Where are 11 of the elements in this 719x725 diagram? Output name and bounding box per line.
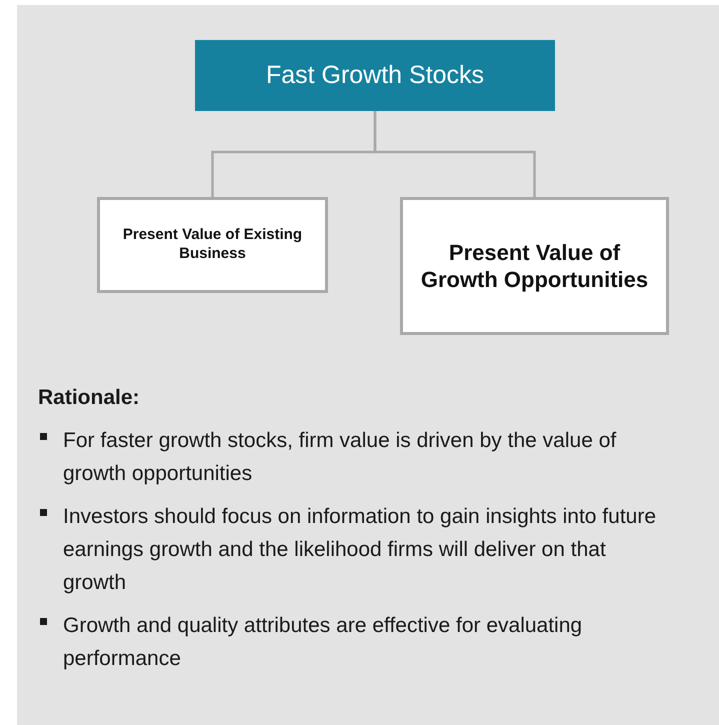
title-box [195,40,555,111]
node-text: Present Value of Growth Opportunities [420,238,650,294]
node-text: Fast Growth Stocks [264,60,486,91]
value-box [97,197,328,293]
bullet-text: Investors should focus on information to gain insights into future earnings growth and the likelihood firms will deliver on that growth [63,504,658,596]
bullet-text: For faster growth stocks, firm value is driven by the value of growth opportunities [63,428,618,487]
section-heading: Rationale: [38,386,140,410]
node-text: Present Value of Existing Business [122,226,304,264]
value-box [400,197,669,335]
connector-line [374,111,536,197]
bullet-text: Growth and quality attributes are effective for evaluating performance [63,613,584,672]
